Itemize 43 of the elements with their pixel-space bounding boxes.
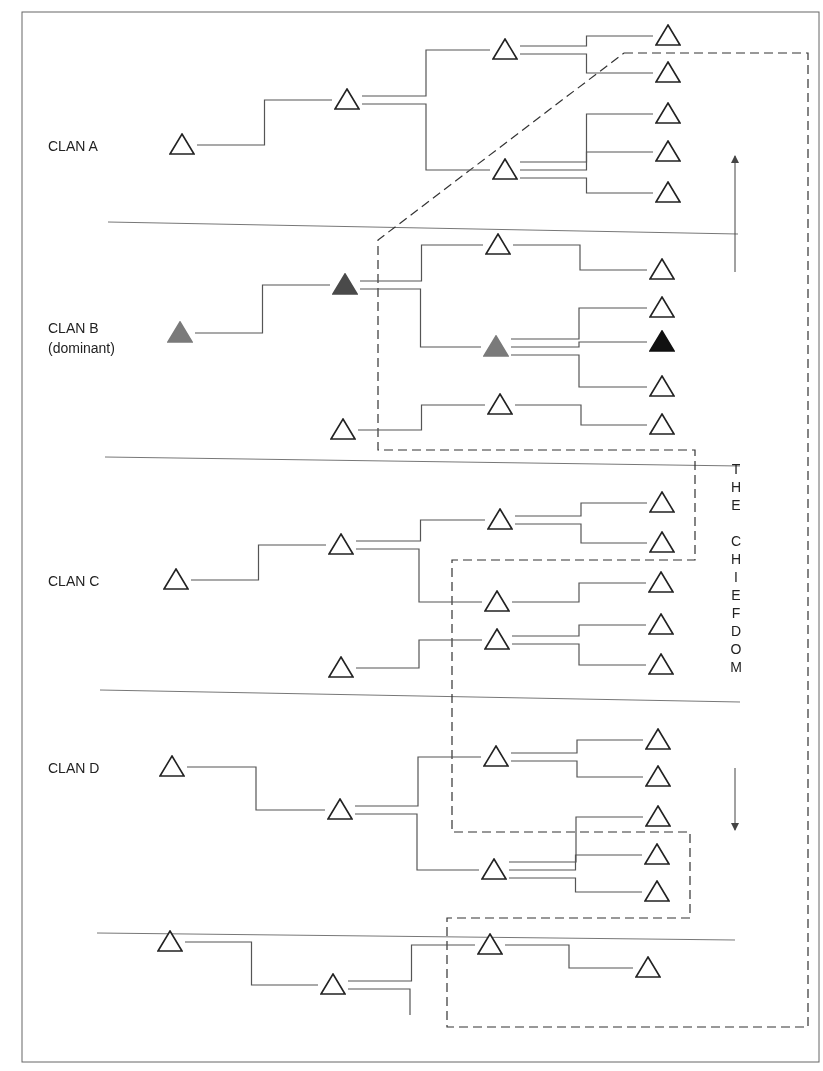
- descent-line: [194, 284, 331, 334]
- descent-line: [510, 739, 644, 754]
- descent-line: [347, 944, 476, 982]
- descent-line: [510, 307, 648, 340]
- descent-line: [519, 151, 654, 171]
- descent-line: [355, 548, 483, 603]
- descent-line: [184, 941, 319, 986]
- descent-line: [357, 404, 486, 431]
- descent-line: [359, 288, 482, 348]
- descent-line: [355, 519, 486, 542]
- descent-line: [186, 766, 326, 811]
- descent-line: [510, 760, 644, 778]
- clan-label: CLAN A: [48, 137, 99, 156]
- vertical-title: THE CHIEFDOM: [729, 460, 743, 676]
- descent-line: [514, 404, 648, 426]
- clan-label: CLAN B (dominant): [48, 319, 116, 358]
- descent-line: [347, 988, 411, 1016]
- descent-line: [508, 816, 644, 863]
- descent-line: [354, 813, 480, 871]
- descent-line: [361, 49, 491, 97]
- descent-line: [514, 502, 648, 517]
- descent-line: [519, 113, 654, 163]
- descent-line: [196, 99, 333, 146]
- descent-line: [519, 35, 654, 47]
- descent-line: [354, 756, 482, 807]
- descent-line: [511, 624, 647, 637]
- descent-line: [508, 854, 643, 871]
- descent-line: [514, 523, 648, 544]
- descent-line: [510, 354, 648, 388]
- descent-line: [511, 643, 647, 666]
- clan-label: CLAN D: [48, 759, 101, 778]
- descent-line: [510, 341, 648, 348]
- descent-line: [519, 177, 654, 194]
- descent-line: [504, 944, 634, 969]
- descent-line: [355, 639, 483, 669]
- descent-line: [512, 244, 648, 271]
- descent-line: [508, 877, 643, 893]
- clan-label: CLAN C: [48, 572, 101, 591]
- descent-line: [519, 53, 654, 74]
- descent-line: [190, 544, 327, 581]
- descent-line: [361, 103, 491, 171]
- descent-line: [359, 244, 484, 282]
- descent-line: [511, 582, 647, 603]
